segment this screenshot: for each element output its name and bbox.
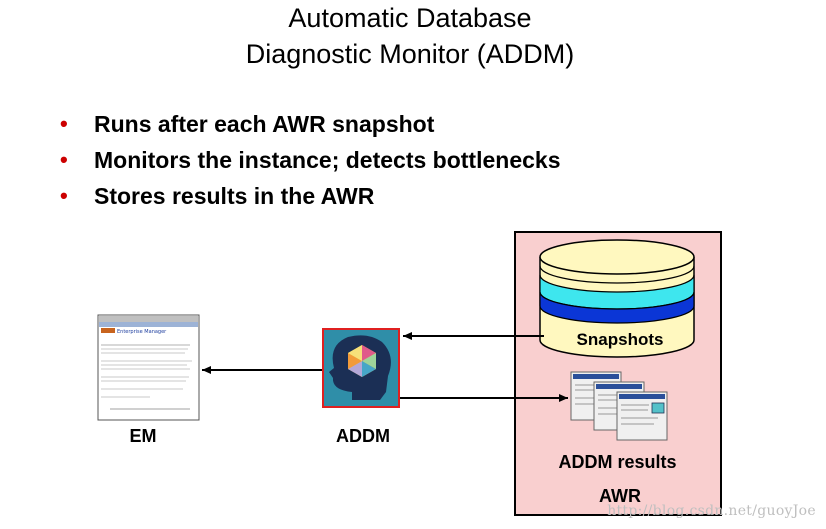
bullet-text: Stores results in the AWR: [94, 183, 375, 209]
addm-head-icon: [322, 328, 400, 408]
addm-results-label: ADDM results: [558, 452, 677, 472]
bullet-text: Runs after each AWR snapshot: [94, 111, 435, 137]
addm-label: ADDM: [336, 426, 390, 446]
snapshots-label: Snapshots: [576, 330, 664, 349]
bullet-item: • Monitors the instance; detects bottlen…: [60, 142, 560, 178]
em-label: EM: [129, 426, 157, 446]
bullet-list: • Runs after each AWR snapshot • Monitor…: [60, 106, 560, 214]
bullet-item: • Runs after each AWR snapshot: [60, 106, 560, 142]
bullet-marker: •: [60, 183, 68, 208]
addm-results-documents-icon: [570, 371, 668, 441]
page-title: Automatic Database Diagnostic Monitor (A…: [0, 0, 820, 72]
title-line-2: Diagnostic Monitor (ADDM): [245, 39, 575, 69]
title-line-1: Automatic Database: [288, 3, 532, 33]
bullet-marker: •: [60, 147, 68, 172]
bullet-marker: •: [60, 111, 68, 136]
bullet-text: Monitors the instance; detects bottlenec…: [94, 147, 561, 173]
awr-label: AWR: [599, 486, 641, 506]
snapshots-database-icon: [539, 239, 695, 358]
em-screen-thumbnail: Enterprise Manager: [97, 314, 200, 421]
watermark-url: http://blog.csdn.net/guoyJoe: [607, 503, 816, 519]
em-screen-header: Enterprise Manager: [117, 329, 167, 335]
bullet-item: • Stores results in the AWR: [60, 178, 560, 214]
